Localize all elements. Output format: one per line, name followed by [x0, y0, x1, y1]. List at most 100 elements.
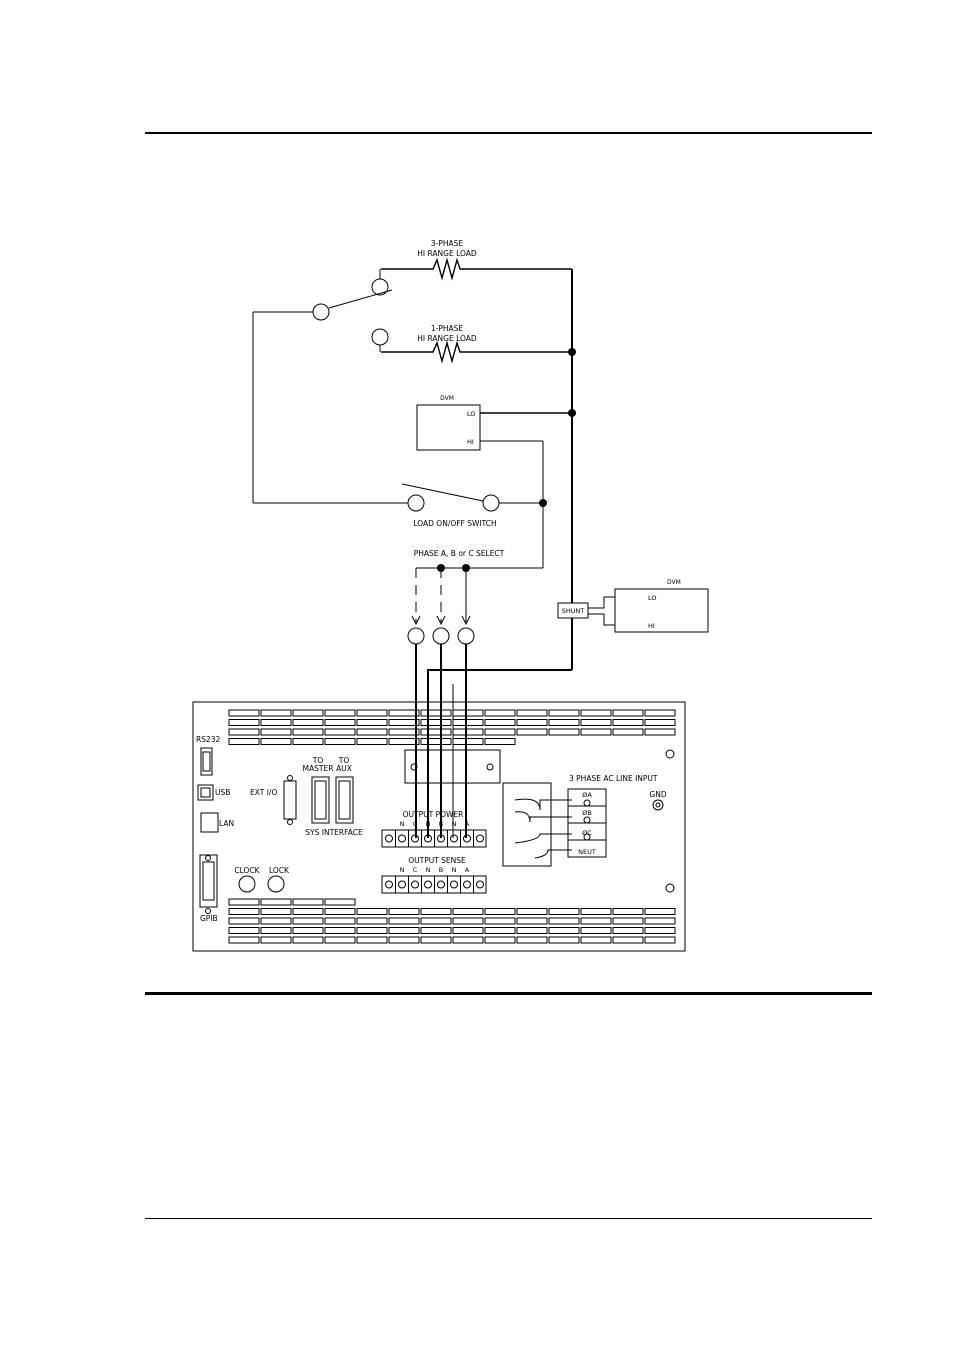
- vent-slot: [324, 719, 356, 726]
- phase-selector: [407, 567, 572, 838]
- terminal-letter: C: [413, 820, 418, 828]
- terminal-screw: [450, 834, 458, 843]
- vent-slot: [644, 908, 676, 915]
- vent-slot: [292, 927, 324, 934]
- vent-slot: [356, 709, 388, 717]
- usb-label: USB: [215, 788, 230, 797]
- output-sense-terminal-block: [381, 875, 487, 894]
- neut-label: NEUT: [578, 848, 596, 856]
- footer-rule: [145, 1218, 872, 1219]
- dvm-top-lo: LO: [467, 410, 476, 418]
- vent-slot: [516, 709, 548, 717]
- vent-slot: [580, 908, 612, 915]
- vent-slot: [228, 936, 260, 944]
- vent-slot: [420, 908, 452, 915]
- vent-slot: [484, 738, 516, 745]
- vent-slot: [228, 908, 260, 915]
- vent-slot: [612, 927, 644, 934]
- vent-slot: [292, 898, 324, 906]
- vent-slot: [292, 917, 324, 925]
- vent-slot: [484, 709, 516, 717]
- vent-slot: [356, 908, 388, 915]
- terminal-screw: [424, 880, 432, 889]
- one-phase-load: [381, 340, 572, 364]
- terminal-screw: [411, 834, 419, 843]
- vent-slot: [580, 936, 612, 944]
- vent-slot: [452, 738, 484, 745]
- vent-slot: [228, 738, 260, 745]
- terminal-letter: N: [452, 820, 457, 828]
- vent-slot: [580, 719, 612, 726]
- vent-slot: [356, 719, 388, 726]
- vent-slot: [548, 936, 580, 944]
- vent-grille-bottom: [228, 898, 676, 944]
- vent-slot: [548, 917, 580, 925]
- vent-slot: [484, 728, 516, 736]
- one-phase-label-2: HI RANGE LOAD: [417, 334, 477, 343]
- ext-io-label: EXT I/O: [250, 788, 277, 797]
- dvm-top-title: DVM: [440, 395, 454, 402]
- terminal-letter: B: [439, 866, 443, 874]
- clock-label: CLOCK: [234, 866, 260, 875]
- vent-slot: [388, 936, 420, 944]
- output-sense-label: OUTPUT SENSE: [408, 856, 466, 865]
- terminal-letter: N: [400, 866, 405, 874]
- vent-slot: [420, 738, 452, 745]
- vent-slot: [452, 908, 484, 915]
- vent-slot: [484, 936, 516, 944]
- phase-c-label: ØC: [582, 829, 592, 837]
- terminal-screw: [437, 880, 445, 889]
- vent-slot: [612, 728, 644, 736]
- ac-input-block: [502, 782, 607, 867]
- vent-slot: [260, 728, 292, 736]
- vent-slot: [324, 936, 356, 944]
- to-aux-label-1: TO: [338, 756, 350, 765]
- terminal-letter: A: [465, 866, 470, 874]
- dvm-shunt-title: DVM: [667, 579, 681, 586]
- terminal-screw: [424, 834, 432, 843]
- terminal-letter: N: [452, 866, 457, 874]
- vent-slot: [324, 908, 356, 915]
- terminal-screw: [450, 880, 458, 889]
- vent-slot: [516, 728, 548, 736]
- to-master-label-1: TO: [312, 756, 324, 765]
- vent-slot: [644, 728, 676, 736]
- terminal-letter: B: [439, 820, 443, 828]
- terminal-screw: [463, 880, 471, 889]
- vent-slot: [612, 719, 644, 726]
- vent-slot: [420, 936, 452, 944]
- vent-slot: [324, 927, 356, 934]
- terminal-screw: [476, 880, 484, 889]
- vent-slot: [388, 738, 420, 745]
- vent-slot: [356, 738, 388, 745]
- vent-slot: [260, 738, 292, 745]
- dvm-top: [416, 404, 572, 568]
- dvm-shunt-lo: LO: [648, 594, 657, 602]
- vent-slot: [292, 936, 324, 944]
- vent-slot: [452, 917, 484, 925]
- vent-slot: [228, 898, 260, 906]
- junction-dots: [437, 348, 576, 572]
- vent-slot: [644, 917, 676, 925]
- vent-slot: [388, 709, 420, 717]
- terminal-screw: [437, 834, 445, 843]
- vent-slot: [292, 908, 324, 915]
- vent-slot: [548, 719, 580, 726]
- rear-panel: [192, 701, 686, 952]
- vent-slot: [228, 728, 260, 736]
- vent-slot: [452, 728, 484, 736]
- rs232-label: RS232: [196, 735, 221, 744]
- vent-slot: [324, 709, 356, 717]
- shunt-label: SHUNT: [562, 607, 585, 615]
- vent-grille-top: [228, 709, 676, 745]
- vent-slot: [324, 738, 356, 745]
- vent-slot: [324, 728, 356, 736]
- vent-slot: [644, 936, 676, 944]
- vent-slot: [548, 927, 580, 934]
- three-phase-load: [381, 257, 572, 281]
- vent-slot: [516, 927, 548, 934]
- load-switch-label: LOAD ON/OFF SWITCH: [413, 519, 496, 528]
- output-power-terminal-block: [381, 829, 487, 848]
- vent-slot: [580, 917, 612, 925]
